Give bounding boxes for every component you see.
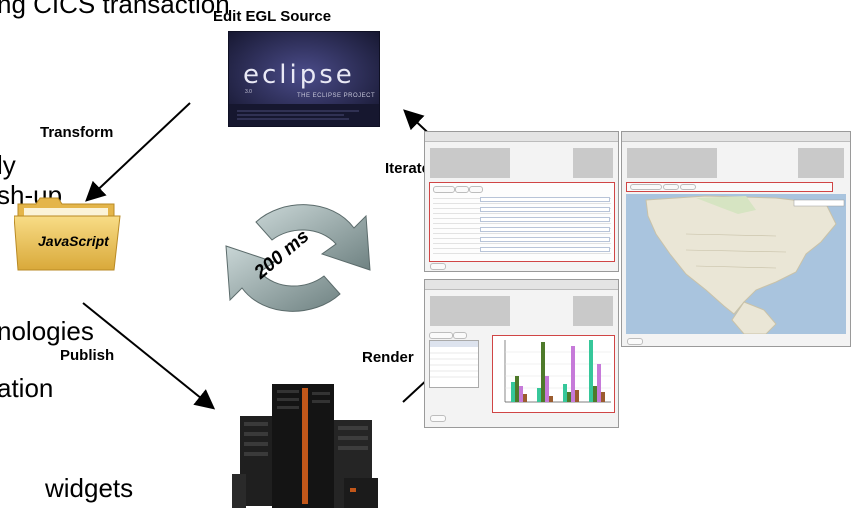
javascript-label: JavaScript bbox=[38, 233, 109, 249]
form-field[interactable] bbox=[480, 197, 610, 202]
map-tab-3[interactable] bbox=[680, 184, 696, 190]
render-label: Render bbox=[362, 349, 414, 366]
form-field[interactable] bbox=[480, 227, 610, 232]
bg-text-line5: ation bbox=[0, 373, 54, 403]
form-field[interactable] bbox=[480, 237, 610, 242]
map-save-button[interactable] bbox=[627, 338, 643, 345]
bar-chart-icon bbox=[492, 335, 615, 413]
chart-tab-2[interactable] bbox=[453, 332, 467, 339]
javascript-folder-icon: JavaScript bbox=[14, 196, 152, 274]
tab-3[interactable] bbox=[469, 186, 483, 193]
chart-save-button[interactable] bbox=[430, 415, 446, 422]
eclipse-logo-text: eclipse bbox=[243, 60, 355, 90]
transform-label: Transform bbox=[40, 124, 114, 141]
eclipse-version: 3.0 bbox=[245, 89, 252, 95]
calendar-widget[interactable] bbox=[429, 340, 479, 388]
form-field[interactable] bbox=[480, 217, 610, 222]
map-tabs-frame bbox=[626, 182, 833, 192]
customer-info-block bbox=[430, 148, 510, 178]
eclipse-tagline: THE ECLIPSE PROJECT bbox=[297, 93, 376, 99]
map-icon[interactable] bbox=[626, 194, 846, 334]
bg-text-line6: widgets bbox=[45, 473, 134, 503]
map-window bbox=[621, 131, 851, 347]
chart-window bbox=[424, 279, 619, 428]
chart-tab-1[interactable] bbox=[429, 332, 453, 339]
form-field[interactable] bbox=[480, 247, 610, 252]
bg-text-line1: ng CICS transaction bbox=[0, 0, 230, 19]
publish-label: Publish bbox=[60, 347, 115, 364]
ibm-server-icon bbox=[232, 382, 378, 510]
map-tab-2[interactable] bbox=[663, 184, 679, 190]
order-info-block bbox=[573, 148, 613, 178]
bg-text-line2: ly bbox=[0, 150, 16, 180]
save-button[interactable] bbox=[430, 263, 446, 270]
bg-text-line4: nologies bbox=[0, 316, 94, 346]
transform-arrow bbox=[85, 102, 191, 202]
tab-2[interactable] bbox=[455, 186, 469, 193]
refresh-cycle-icon: 200 ms bbox=[214, 188, 382, 328]
publish-arrow bbox=[82, 302, 216, 410]
order-form-frame bbox=[429, 182, 615, 262]
map-tab-1[interactable] bbox=[630, 184, 662, 190]
order-form-window bbox=[424, 131, 619, 272]
iterate-label: Iterate bbox=[385, 160, 431, 177]
edit-source-label: Edit EGL Source bbox=[213, 8, 332, 25]
eclipse-logo-icon: eclipse 3.0 THE ECLIPSE PROJECT bbox=[228, 31, 380, 127]
tab-1[interactable] bbox=[433, 186, 455, 193]
form-field[interactable] bbox=[480, 207, 610, 212]
